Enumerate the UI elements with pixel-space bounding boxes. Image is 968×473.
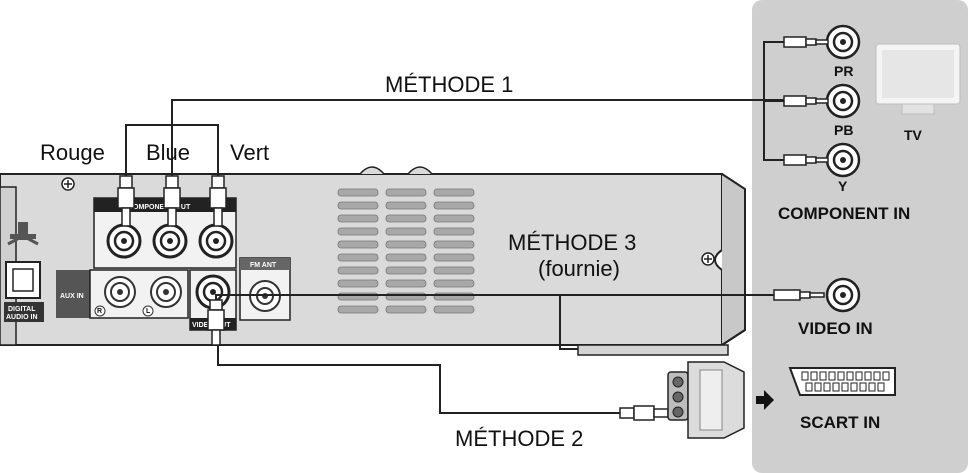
jack-pb (825, 83, 861, 119)
digital-audio-in-label-2: AUDIO IN (6, 314, 38, 321)
aux-l-label: L (146, 308, 151, 315)
tv-panel (752, 0, 968, 473)
cable-color-vert: Vert (230, 140, 269, 165)
aux-in-jack-l (150, 276, 182, 308)
video-in-label: VIDEO IN (798, 319, 873, 338)
component-out-plugs (117, 175, 227, 227)
aux-in-label: AUX IN (60, 293, 84, 300)
component-out-jack-y (198, 223, 234, 259)
aux-in-jack-r (104, 276, 136, 308)
method-3-sublabel: (fournie) (538, 256, 620, 281)
method-1-label: MÉTHODE 1 (385, 72, 513, 97)
scart-adapter (667, 361, 745, 439)
screw-icon (701, 252, 715, 266)
pr-label: PR (834, 63, 853, 79)
component-out-label: COMPONENT OUT (128, 204, 191, 211)
fm-ant-label: FM ANT (250, 262, 277, 269)
scart-socket (788, 367, 896, 396)
component-out-jack-pr (106, 223, 142, 259)
jack-video-in (825, 277, 861, 313)
scart-in-label: SCART IN (800, 413, 880, 432)
component-in-plugs (783, 36, 829, 166)
jack-y (825, 142, 861, 178)
digital-audio-in-label-bg (4, 302, 44, 322)
tv-label: TV (904, 127, 923, 143)
video-out-plug (207, 299, 225, 346)
component-out-jack-pb (152, 223, 188, 259)
aux-r-label: R (97, 308, 102, 315)
method-3-label: MÉTHODE 3 (508, 230, 636, 255)
jack-pr (825, 24, 861, 60)
screw-icon (61, 177, 75, 191)
method-2-label: MÉTHODE 2 (455, 426, 583, 451)
cable-color-blue: Blue (146, 140, 190, 165)
component-in-label: COMPONENT IN (778, 204, 910, 223)
scart-arrow-icon (756, 390, 774, 410)
cable-color-rouge: Rouge (40, 140, 105, 165)
aux-in-panel (56, 270, 90, 318)
scart-rca-plug (619, 405, 669, 421)
y-label: Y (838, 178, 848, 194)
digital-audio-in-label: DIGITAL (8, 306, 36, 313)
tv-icon (875, 43, 961, 115)
antenna-icon (7, 222, 39, 246)
pb-label: PB (834, 122, 853, 138)
